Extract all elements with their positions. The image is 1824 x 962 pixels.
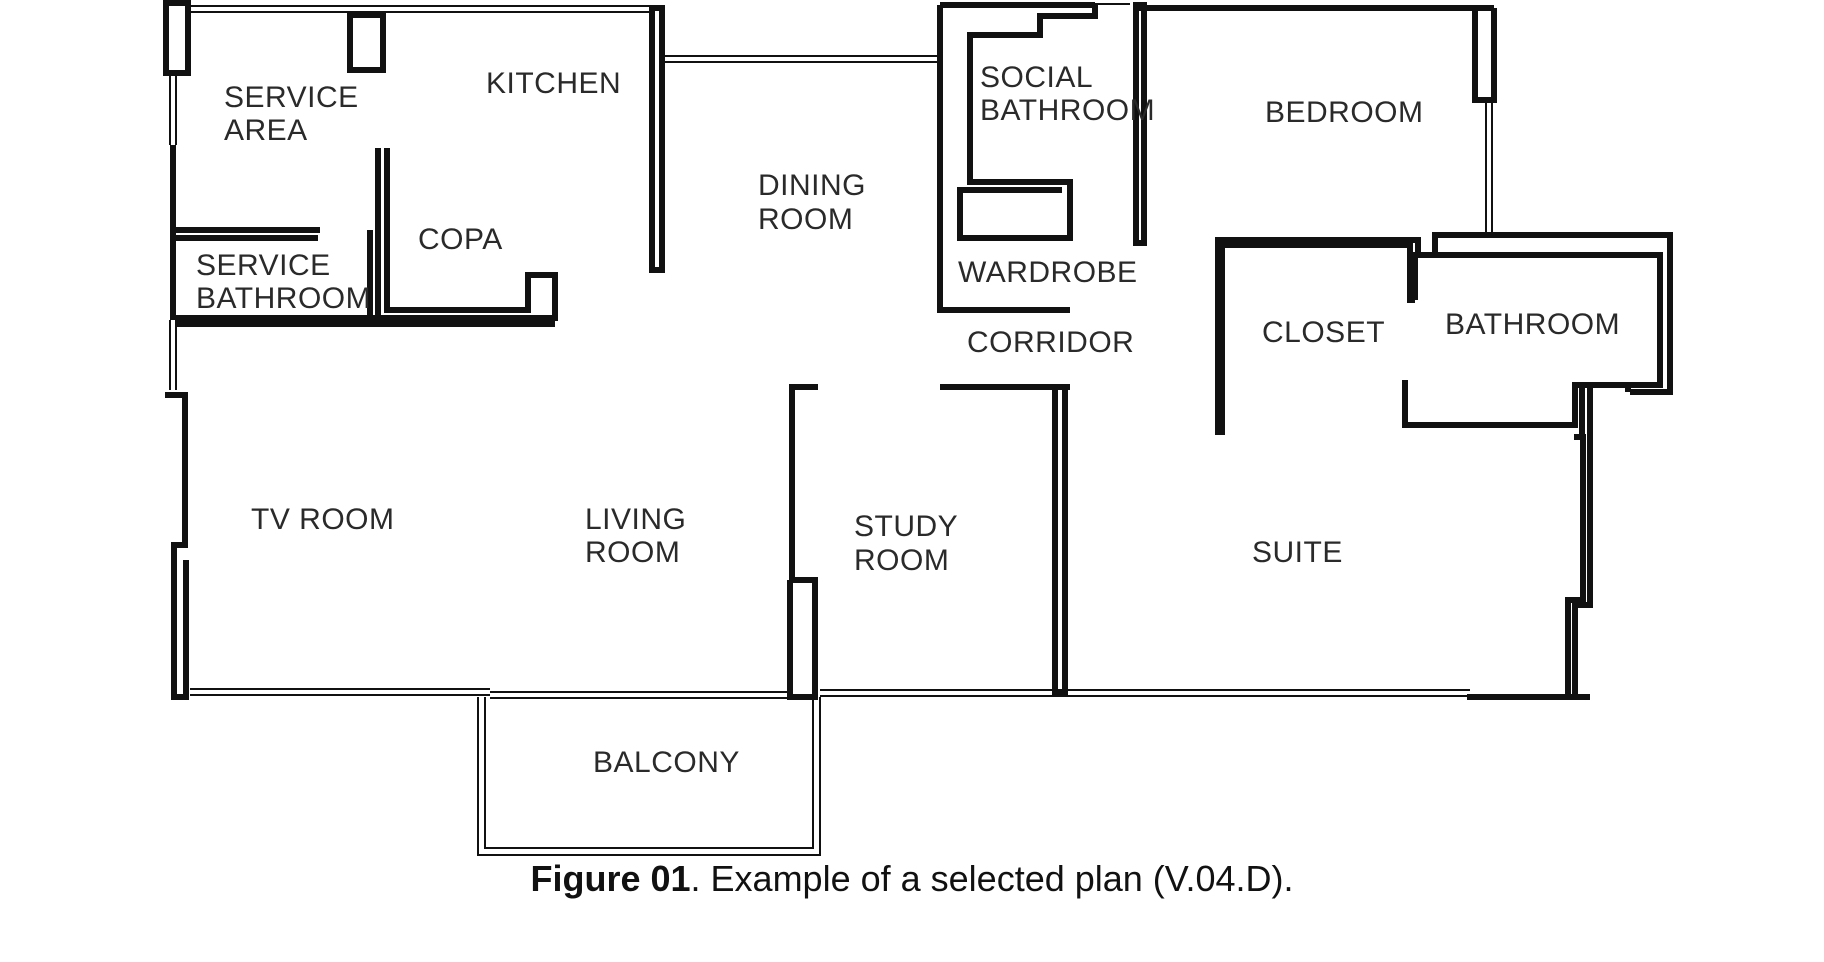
label-service-bathroom-line1: SERVICE — [196, 249, 331, 282]
label-service-area-line2: AREA — [224, 114, 308, 147]
label-living-room-line2: ROOM — [585, 536, 680, 569]
caption-text: . Example of a selected plan (V.04.D). — [690, 858, 1294, 899]
label-social-bathroom-line1: SOCIAL — [980, 61, 1093, 94]
caption-label: Figure 01 — [530, 858, 691, 899]
label-bathroom: BATHROOM — [1445, 308, 1620, 341]
label-copa: COPA — [418, 223, 503, 256]
label-living-room-line1: LIVING — [585, 503, 686, 536]
label-kitchen: KITCHEN — [486, 67, 621, 100]
outer-walls — [163, 0, 1673, 856]
label-suite: SUITE — [1252, 536, 1343, 569]
label-study-room-line2: ROOM — [854, 544, 949, 577]
label-closet: CLOSET — [1262, 316, 1385, 349]
room-labels: SERVICE AREA KITCHEN DINING ROOM SOCIAL … — [196, 61, 1620, 779]
label-wardrobe: WARDROBE — [958, 256, 1138, 289]
label-social-bathroom-line2: BATHROOM — [980, 94, 1155, 127]
label-dining-room-line1: DINING — [758, 169, 866, 202]
label-service-bathroom-line2: BATHROOM — [196, 282, 371, 315]
label-bedroom: BEDROOM — [1265, 96, 1424, 129]
service-walls — [176, 148, 558, 327]
figure-caption: Figure 01. Example of a selected plan (V… — [0, 858, 1824, 900]
label-corridor: CORRIDOR — [967, 326, 1134, 359]
label-balcony: BALCONY — [593, 746, 740, 779]
label-tv-room: TV ROOM — [251, 503, 395, 536]
label-dining-room-line2: ROOM — [758, 203, 853, 236]
label-service-area-line1: SERVICE — [224, 81, 359, 114]
label-study-room-line1: STUDY — [854, 510, 958, 543]
